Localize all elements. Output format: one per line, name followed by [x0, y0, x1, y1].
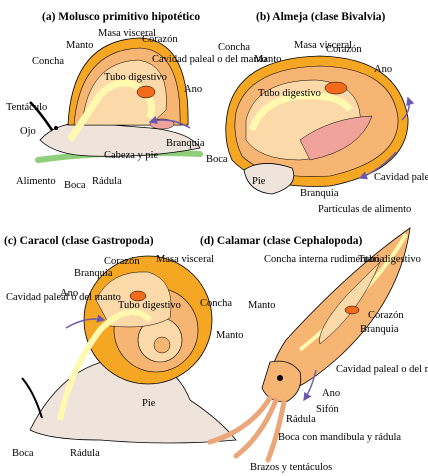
- label-manto-d: Manto: [248, 300, 275, 311]
- label-tubo-c: Tubo digestivo: [118, 300, 181, 311]
- label-ano-c: Ano: [60, 288, 78, 299]
- panel-b-title: (b) Almeja (clase Bivalvia): [256, 11, 386, 23]
- panel-d: (d) Calamar (clase Cephalopoda) Concha i…: [200, 227, 428, 473]
- label-concha-a: Concha: [32, 56, 64, 67]
- panel-c-title: (c) Caracol (clase Gastropoda): [4, 235, 154, 247]
- label-cavidad-a: Cavidad paleal o del manto: [152, 54, 267, 65]
- water-flow-d: [303, 369, 317, 402]
- panel-b: (b) Almeja (clase Bivalvia) Concha Manto…: [206, 11, 428, 215]
- label-alimento-a: Alimento: [16, 176, 56, 187]
- panel-c: (c) Caracol (clase Gastropoda) Corazón B…: [4, 235, 243, 459]
- gill-b: [299, 115, 373, 161]
- digestive-tube-a: [67, 79, 156, 142]
- label-boca-a: Boca: [64, 180, 86, 191]
- label-concha-c: Concha: [200, 298, 232, 309]
- water-flow-c: [65, 314, 106, 329]
- foot-b: [243, 163, 295, 195]
- water-flow-a: [148, 115, 191, 129]
- visceral-mass-d: [319, 261, 381, 345]
- label-manto-c: Manto: [216, 330, 243, 341]
- tentacle-c: [21, 377, 43, 419]
- label-boca-c: Boca: [12, 448, 34, 459]
- label-manto-a: Manto: [66, 40, 93, 51]
- eye-d: [277, 375, 283, 381]
- panel-a-title: (a) Molusco primitivo hipotético: [42, 11, 200, 23]
- label-ano-b: Ano: [374, 64, 392, 75]
- label-ano-a: Ano: [184, 84, 202, 95]
- label-ojo-a: Ojo: [20, 126, 36, 137]
- label-masa-visceral-c: Masa visceral: [156, 254, 214, 265]
- shell-whorl-3: [153, 336, 171, 354]
- label-boca-d: Boca con mandíbula y rádula: [278, 432, 401, 443]
- foot-c: [29, 357, 237, 444]
- heart-c: [129, 290, 147, 302]
- visceral-mass-a: [81, 59, 167, 126]
- label-masa-visceral-b: Masa visceral: [294, 40, 352, 51]
- arms-d: [207, 395, 287, 463]
- label-branquia-d: Branquia: [360, 324, 399, 335]
- label-concha-b: Concha: [218, 42, 250, 53]
- label-radula-a: Rádula: [92, 176, 122, 187]
- water-flow-b2: [401, 96, 415, 121]
- label-cavidad-d: Cavidad paleal o del manto: [336, 364, 428, 375]
- label-cabeza-pie-a: Cabeza y pie: [104, 150, 159, 161]
- label-particulas-b: Partículas de alimento: [318, 204, 411, 215]
- label-corazon-c: Corazón: [104, 256, 140, 267]
- digestive-tube-b: [248, 92, 353, 132]
- panel-d-title: (d) Calamar (clase Cephalopoda): [200, 235, 363, 247]
- label-corazon-a: Corazón: [142, 34, 178, 45]
- label-sifon-d: Sifón: [316, 404, 340, 415]
- label-tubo-b: Tubo digestivo: [258, 88, 321, 99]
- label-ano-d: Ano: [322, 388, 340, 399]
- label-radula-d: Rádula: [286, 414, 316, 425]
- water-flow-b: [358, 151, 397, 180]
- label-cavidad-c: Cavidad paleal o del manto: [6, 292, 121, 303]
- label-radula-c: Rádula: [70, 448, 100, 459]
- heart-b: [324, 81, 348, 95]
- label-pie-b: Pie: [252, 176, 266, 187]
- head-d: [261, 360, 302, 403]
- label-branquia-b: Branquia: [300, 188, 339, 199]
- tentacle-a: [29, 101, 54, 131]
- digestive-tube-c: [57, 309, 153, 421]
- label-cavidad-b: Cavidad paleal o del manto: [374, 172, 428, 183]
- label-branquia-c: Branquia: [74, 268, 113, 279]
- heart-d: [344, 305, 360, 315]
- label-pie-c: Pie: [142, 398, 156, 409]
- heart-a: [136, 85, 156, 99]
- label-concha-interna-d: Concha interna rudimentaria: [264, 254, 384, 265]
- label-masa-visceral-a: Masa visceral: [98, 28, 156, 39]
- label-corazon-b: Corazón: [326, 44, 362, 55]
- panel-a: (a) Molusco primitivo hipotético Concha …: [6, 11, 267, 191]
- label-tubo-d: Tubo digestivo: [358, 254, 421, 265]
- label-tubo-a: Tubo digestivo: [104, 72, 167, 83]
- label-corazon-d: Corazón: [368, 310, 404, 321]
- label-manto-b: Manto: [254, 54, 281, 65]
- eye-a: [54, 126, 58, 130]
- label-branquia-a: Branquia: [166, 138, 205, 149]
- label-brazos-d: Brazos y tentáculos: [250, 462, 332, 473]
- label-tentaculo-a: Tentáculo: [6, 102, 47, 113]
- label-boca-b: Boca: [206, 154, 228, 165]
